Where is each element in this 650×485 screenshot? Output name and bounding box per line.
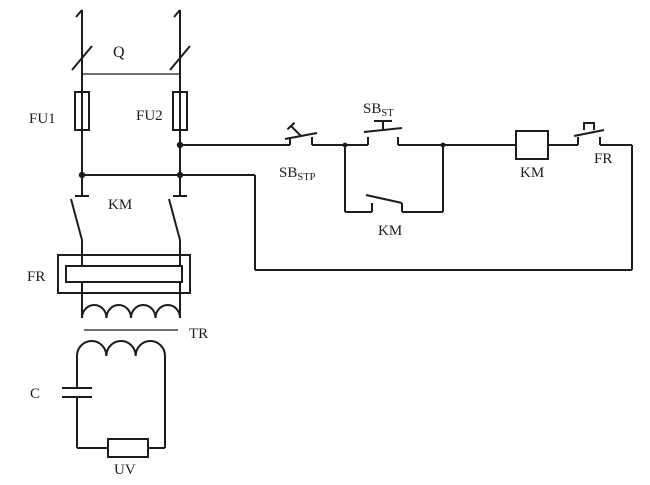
fr-contact-thermal-hook [583, 122, 595, 130]
km-coil: KM [515, 130, 549, 181]
q-label: Q [113, 44, 125, 61]
fr-thermal-heater: FR [27, 254, 191, 318]
fr-contact-label: FR [594, 151, 612, 167]
q-blade-right [169, 45, 191, 71]
sb-stp-actuator-stem [290, 125, 302, 137]
transformer-secondary-winding [76, 340, 166, 357]
transformer-tr: TR [76, 304, 208, 448]
control-circuit-wires [180, 144, 633, 271]
km-coil-body [515, 130, 549, 160]
capacitor-label: C [30, 386, 40, 402]
sb-stp-stop-button: SBSTP [279, 121, 318, 183]
fr-heater-element [65, 265, 183, 283]
wire-junctions [78, 141, 255, 179]
km-aux-label: KM [378, 223, 402, 239]
fuse-fu1-body [74, 91, 90, 131]
sb-st-start-button: SBST [363, 101, 403, 145]
fuse-fu2: FU2 [136, 91, 188, 131]
fuse-fu1: FU1 [29, 91, 90, 131]
q-disconnect-switch: Q [71, 44, 191, 75]
fr-contact-blade [573, 129, 605, 137]
fuse-fu2-body [172, 91, 188, 131]
supply-right-end-tick [173, 9, 181, 18]
sb-stp-actuator-cap [286, 121, 296, 131]
transformer-primary-winding [81, 304, 181, 319]
fuse-fu1-label: FU1 [29, 111, 56, 127]
q-blade-left [71, 45, 93, 71]
km-aux-contact-branch: KM [342, 142, 446, 239]
supply-lines [75, 9, 181, 255]
km-main-label: KM [108, 197, 132, 213]
capacitor-c: C [30, 386, 92, 448]
fuse-fu2-label: FU2 [136, 108, 163, 124]
supply-left-end-tick [75, 9, 83, 18]
km-main-contacts: KM [70, 195, 187, 241]
km-aux-blade [365, 194, 403, 204]
fr-thermal-contact: FR [573, 122, 612, 167]
uv-lamp-label: UV [114, 462, 136, 478]
km-coil-label: KM [520, 165, 544, 181]
fr-heater-outer-box [57, 254, 191, 294]
km-main-left-blade [70, 198, 83, 241]
uv-lamp: UV [77, 438, 165, 478]
sb-stp-label: SBSTP [279, 165, 316, 183]
transformer-label: TR [189, 326, 208, 342]
km-main-right-blade [168, 198, 181, 241]
uv-lamp-body [107, 438, 149, 458]
fr-heater-label: FR [27, 269, 45, 285]
sb-st-label: SBST [363, 101, 394, 119]
